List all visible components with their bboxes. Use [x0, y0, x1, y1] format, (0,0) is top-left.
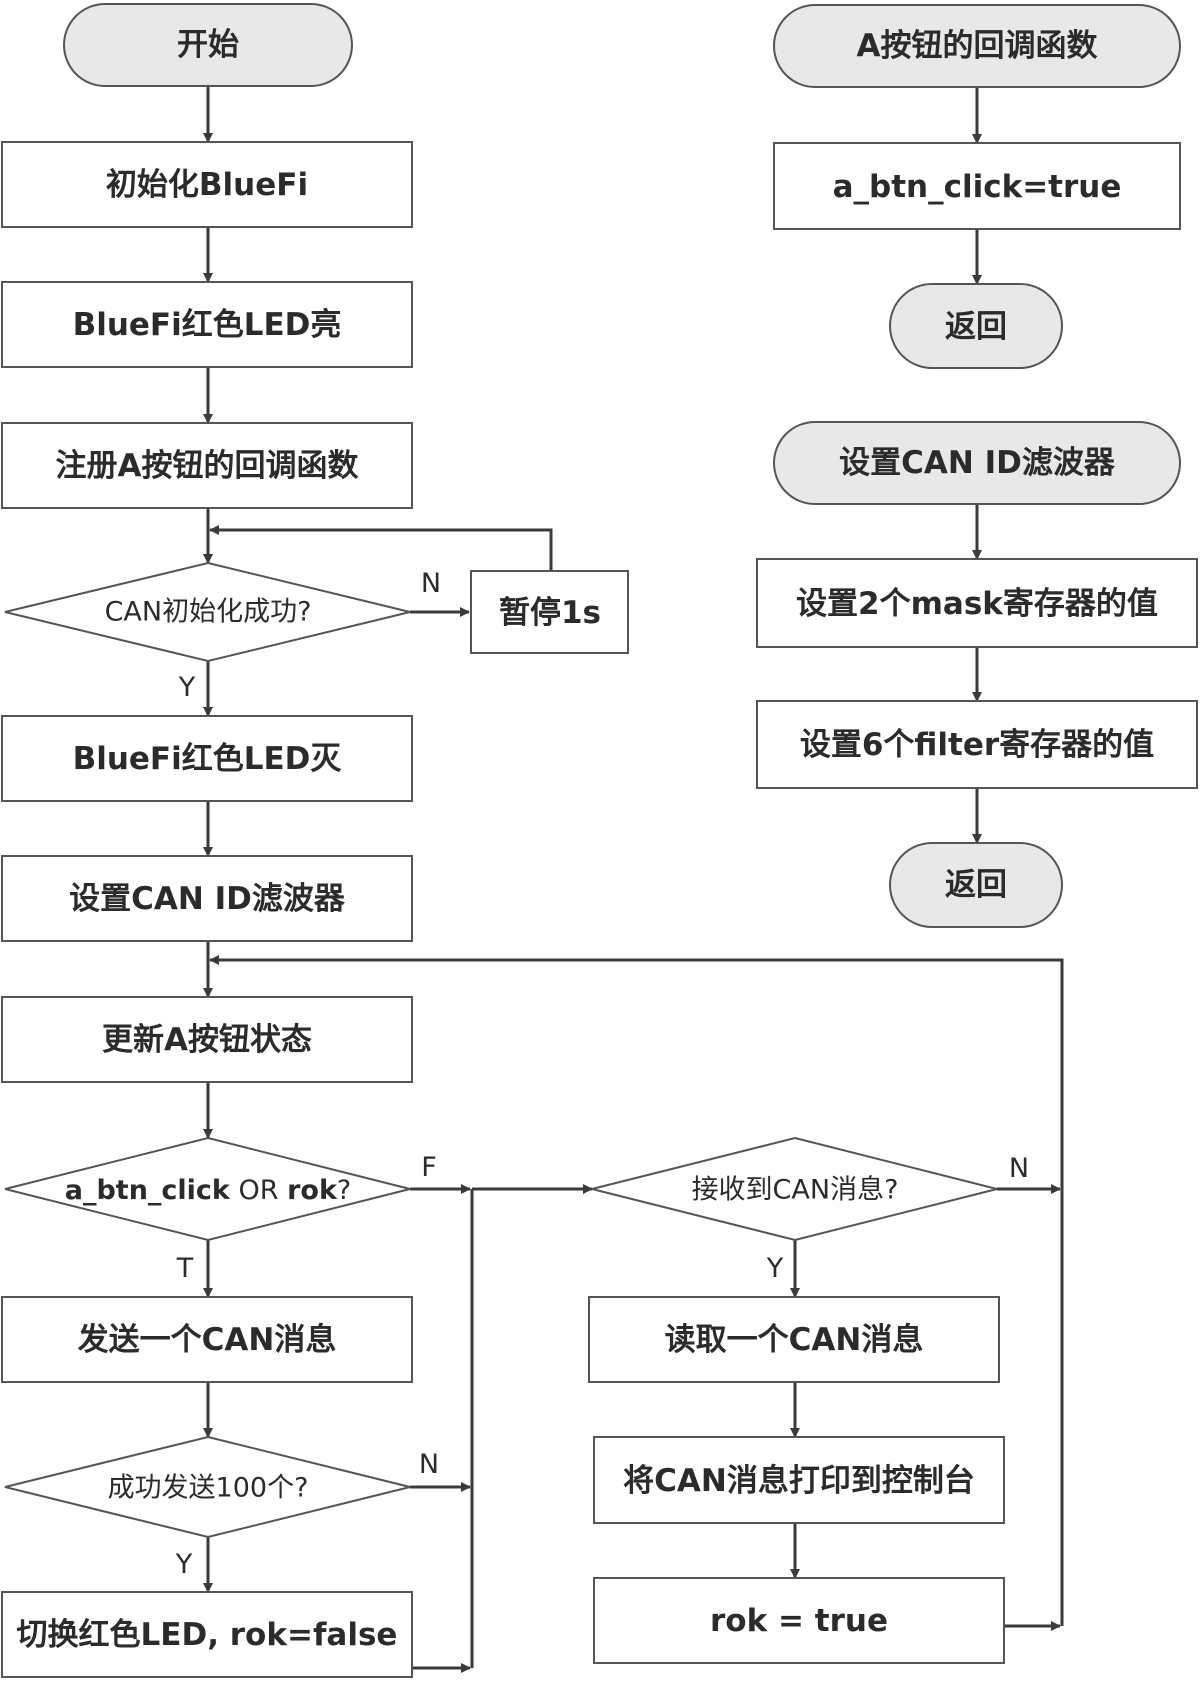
sent-yes-label: Y	[175, 1549, 193, 1580]
condition-part-or: OR	[230, 1175, 287, 1206]
callback-return-label: 返回	[945, 309, 1007, 345]
condition-part-rok: rok	[287, 1175, 338, 1206]
register-callback-label: 注册A按钮的回调函数	[56, 448, 359, 484]
filter-start-node: 设置CAN ID滤波器	[773, 421, 1181, 505]
init-bluefi-node: 初始化BlueFi	[1, 141, 413, 228]
init-bluefi-label: 初始化BlueFi	[106, 167, 308, 203]
edge-labels: N Y F T N Y N Y	[175, 568, 1029, 1580]
set-click-node: a_btn_click=true	[773, 142, 1181, 230]
register-callback-node: 注册A按钮的回调函数	[1, 422, 413, 509]
recv-label: 接收到CAN消息?	[692, 1175, 899, 1206]
read-msg-label: 读取一个CAN消息	[665, 1322, 924, 1358]
sent-100-label: 成功发送100个?	[108, 1473, 309, 1504]
callback-title: A按钮的回调函数	[857, 28, 1098, 64]
can-init-label: CAN初始化成功?	[105, 597, 312, 628]
send-msg-node: 发送一个CAN消息	[1, 1296, 413, 1383]
callback-return-node: 返回	[889, 283, 1063, 369]
pause-label: 暂停1s	[499, 595, 601, 631]
set-rok-node: rok = true	[593, 1577, 1005, 1664]
led-on-node: BlueFi红色LED亮	[1, 281, 413, 368]
pause-node: 暂停1s	[470, 570, 629, 654]
init-yes-label: Y	[178, 672, 196, 703]
start-node: 开始	[63, 3, 353, 87]
print-msg-node: 将CAN消息打印到控制台	[593, 1436, 1005, 1524]
toggle-led-node: 切换红色LED, rok=false	[1, 1591, 413, 1678]
update-btn-node: 更新A按钮状态	[1, 996, 413, 1083]
start-label: 开始	[177, 27, 239, 63]
can-init-decision: CAN初始化成功?	[4, 561, 411, 663]
send-msg-label: 发送一个CAN消息	[77, 1322, 337, 1358]
condition-decision: a_btn_click OR rok?	[4, 1136, 411, 1242]
filter-title: 设置CAN ID滤波器	[839, 445, 1116, 481]
led-off-label: BlueFi红色LED灭	[73, 741, 343, 777]
recv-yes-label: Y	[766, 1253, 784, 1284]
toggle-led-label: 切换红色LED, rok=false	[17, 1617, 398, 1653]
led-on-label: BlueFi红色LED亮	[73, 307, 342, 343]
connectors	[203, 86, 1064, 1673]
sent-no-label: N	[419, 1449, 439, 1480]
set-rok-label: rok = true	[710, 1603, 888, 1639]
set-mask-label: 设置2个mask寄存器的值	[796, 586, 1158, 622]
set-click-label: a_btn_click=true	[833, 169, 1122, 205]
set-filter-node: 设置CAN ID滤波器	[1, 855, 413, 942]
sent-100-decision: 成功发送100个?	[4, 1435, 411, 1539]
callback-start-node: A按钮的回调函数	[773, 4, 1181, 88]
set-filter-regs-node: 设置6个filter寄存器的值	[756, 700, 1198, 789]
recv-no-label: N	[1009, 1153, 1029, 1184]
filter-return-node: 返回	[889, 842, 1063, 928]
update-btn-label: 更新A按钮状态	[102, 1022, 312, 1058]
filter-return-label: 返回	[945, 867, 1007, 903]
set-mask-node: 设置2个mask寄存器的值	[756, 558, 1198, 648]
set-filter-regs-label: 设置6个filter寄存器的值	[800, 727, 1154, 763]
init-no-label: N	[421, 568, 441, 599]
print-msg-label: 将CAN消息打印到控制台	[623, 1463, 975, 1499]
recv-decision: 接收到CAN消息?	[591, 1136, 998, 1242]
led-off-node: BlueFi红色LED灭	[1, 715, 413, 802]
cond-true-label: T	[176, 1253, 194, 1284]
condition-part-a-btn-click: a_btn_click	[65, 1175, 231, 1206]
read-msg-node: 读取一个CAN消息	[588, 1296, 1000, 1383]
condition-part-question: ?	[337, 1175, 351, 1206]
condition-label: a_btn_click OR rok?	[65, 1175, 352, 1206]
cond-false-label: F	[421, 1152, 437, 1183]
set-filter-label: 设置CAN ID滤波器	[69, 881, 346, 917]
